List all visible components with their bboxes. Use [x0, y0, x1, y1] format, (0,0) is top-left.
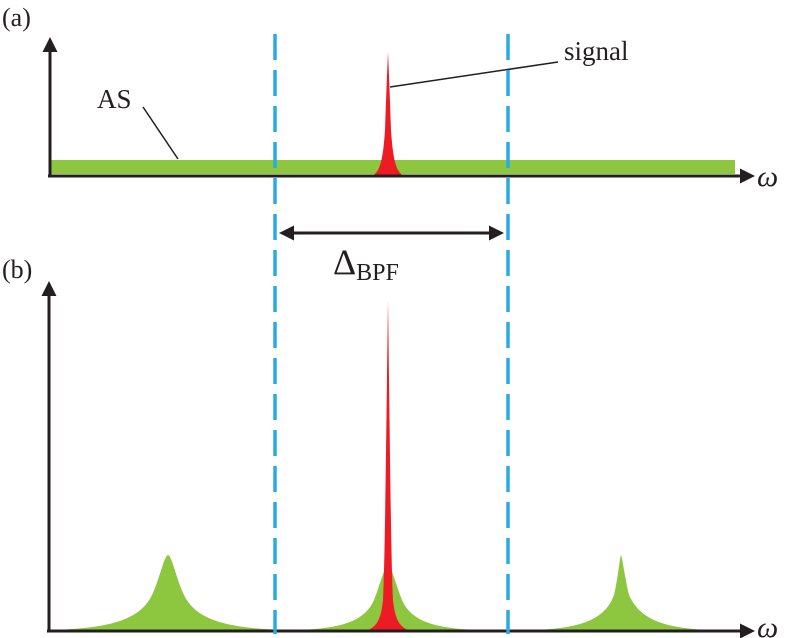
panel-b-label: (b)	[2, 255, 32, 284]
omega-label-a: ω	[757, 160, 778, 193]
delta-bpf-label: ΔBPF	[333, 242, 399, 286]
panel-a-label: (a)	[2, 3, 31, 32]
delta-symbol: Δ	[333, 242, 356, 282]
as-leader-line	[142, 106, 179, 160]
omega-label-b: ω	[757, 611, 778, 638]
signal-leader-line	[389, 61, 559, 88]
bandpass-filter: ΔBPF	[273, 34, 510, 634]
panel-a: (a) ω AS signal	[2, 3, 778, 193]
signal-peak-a	[372, 52, 404, 176]
signal-label: signal	[564, 36, 629, 66]
panel-b: (b) ω	[2, 255, 778, 638]
as-label: AS	[97, 84, 132, 114]
as-peak-left	[52, 555, 284, 630]
bpf-subscript: BPF	[356, 260, 399, 286]
as-peak-right	[536, 555, 708, 630]
signal-peak-b	[365, 300, 411, 631]
